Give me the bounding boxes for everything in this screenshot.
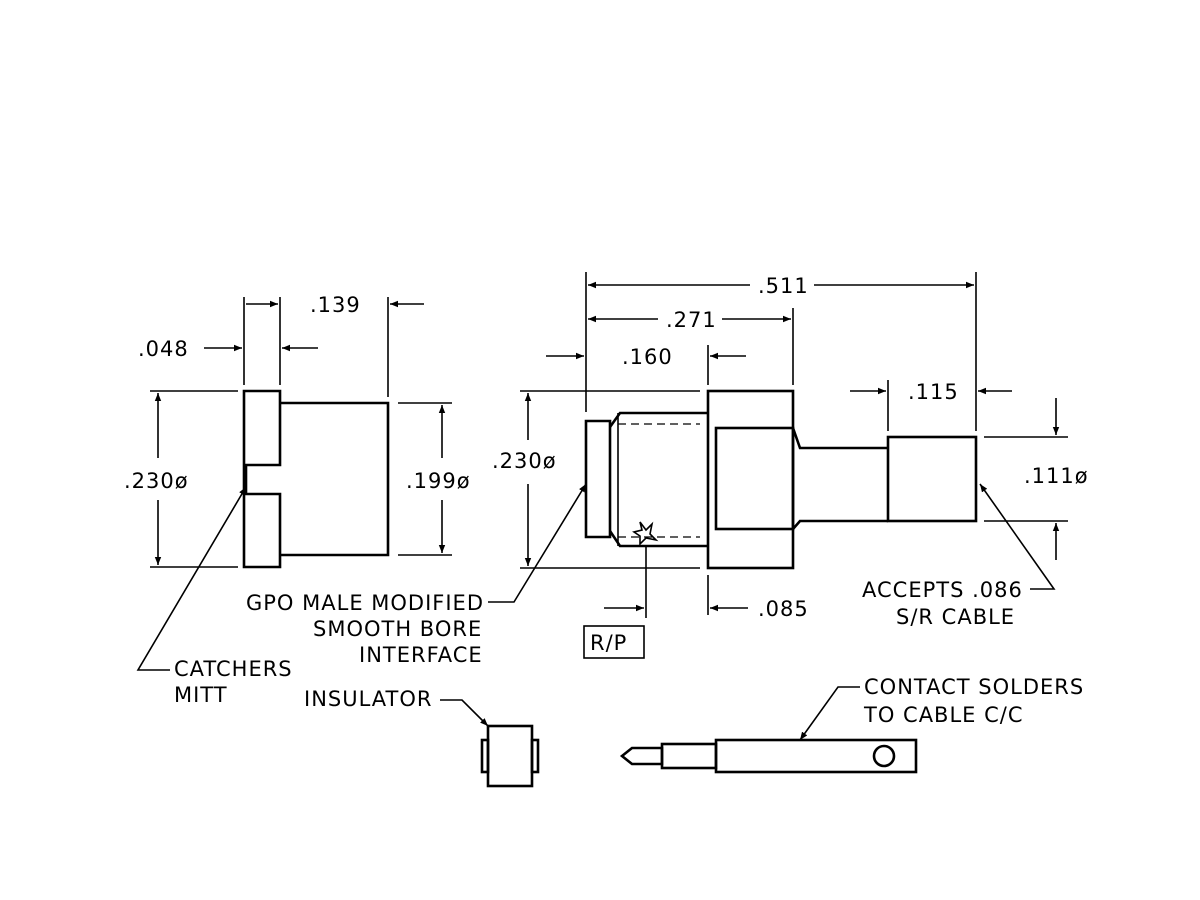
dim-115-label: .115 xyxy=(908,380,959,404)
hex-body xyxy=(706,389,795,570)
accepts-callout: ACCEPTS .086 S/R CABLE xyxy=(862,483,1056,629)
dim-511: .511 xyxy=(588,274,974,298)
dim-111: .111ø xyxy=(1024,398,1089,560)
cable-end xyxy=(886,435,978,523)
dim-271: .271 xyxy=(588,308,791,332)
insulator-label: INSULATOR xyxy=(304,687,432,711)
contact-label-line2: TO CABLE C/C xyxy=(863,703,1024,727)
connector-body xyxy=(520,272,1068,618)
interface-section xyxy=(608,411,708,548)
catchers-mitt-flange xyxy=(242,389,282,569)
dim-048-label: .048 xyxy=(138,337,189,361)
dim-139: .139 xyxy=(246,293,424,317)
dim-230-mid: .230ø xyxy=(492,393,557,566)
insulator-part: INSULATOR xyxy=(304,687,540,788)
dim-085: .085 xyxy=(604,597,809,621)
rp-star-icon xyxy=(632,521,659,546)
rp-box xyxy=(583,625,645,659)
catchers-mitt-part xyxy=(150,297,452,569)
contact-shank xyxy=(660,742,718,770)
gpo-label-line3: INTERFACE xyxy=(359,643,483,667)
dim-271-label: .271 xyxy=(666,308,717,332)
catchers-mitt-label-line2: MITT xyxy=(174,683,228,707)
contact-barrel xyxy=(714,738,918,774)
catchers-mitt-label-line1: CATCHERS xyxy=(174,657,293,681)
dim-111-label: .111ø xyxy=(1024,464,1089,488)
hex-inner xyxy=(714,426,795,531)
bore-flange xyxy=(584,419,612,539)
gpo-label-line2: SMOOTH BORE xyxy=(313,617,482,641)
dim-160-label: .160 xyxy=(622,345,673,369)
rp-callout: R/P xyxy=(583,625,645,659)
insulator-body xyxy=(486,724,534,788)
catchers-mitt-callout: CATCHERS MITT xyxy=(136,486,293,707)
contact-part: CONTACT SOLDERS TO CABLE C/C xyxy=(619,675,1084,774)
dim-199: .199ø xyxy=(406,405,471,553)
dim-160: .160 xyxy=(546,345,746,369)
neck-section xyxy=(791,427,888,530)
accepts-label-line2: S/R CABLE xyxy=(896,605,1015,629)
dim-230-mid-label: .230ø xyxy=(492,449,557,473)
solder-hole-icon xyxy=(872,744,896,768)
contact-label-line1: CONTACT SOLDERS xyxy=(864,675,1084,699)
dim-199-label: .199ø xyxy=(406,469,471,493)
dim-230-left-label: .230ø xyxy=(124,469,189,493)
dim-085-label: .085 xyxy=(758,597,809,621)
accepts-label-line1: ACCEPTS .086 xyxy=(862,578,1023,602)
contact-tip xyxy=(619,746,664,766)
rp-label: R/P xyxy=(590,631,627,655)
gpo-label-line1: GPO MALE MODIFIED xyxy=(246,591,484,615)
gpo-callout: GPO MALE MODIFIED SMOOTH BORE INTERFACE xyxy=(246,483,587,667)
dim-115: .115 xyxy=(850,380,1012,404)
dim-511-label: .511 xyxy=(758,274,809,298)
dim-139-label: .139 xyxy=(310,293,361,317)
dim-048: .048 xyxy=(138,337,318,361)
catchers-mitt-body xyxy=(280,401,390,557)
dim-230-left: .230ø xyxy=(124,393,189,565)
